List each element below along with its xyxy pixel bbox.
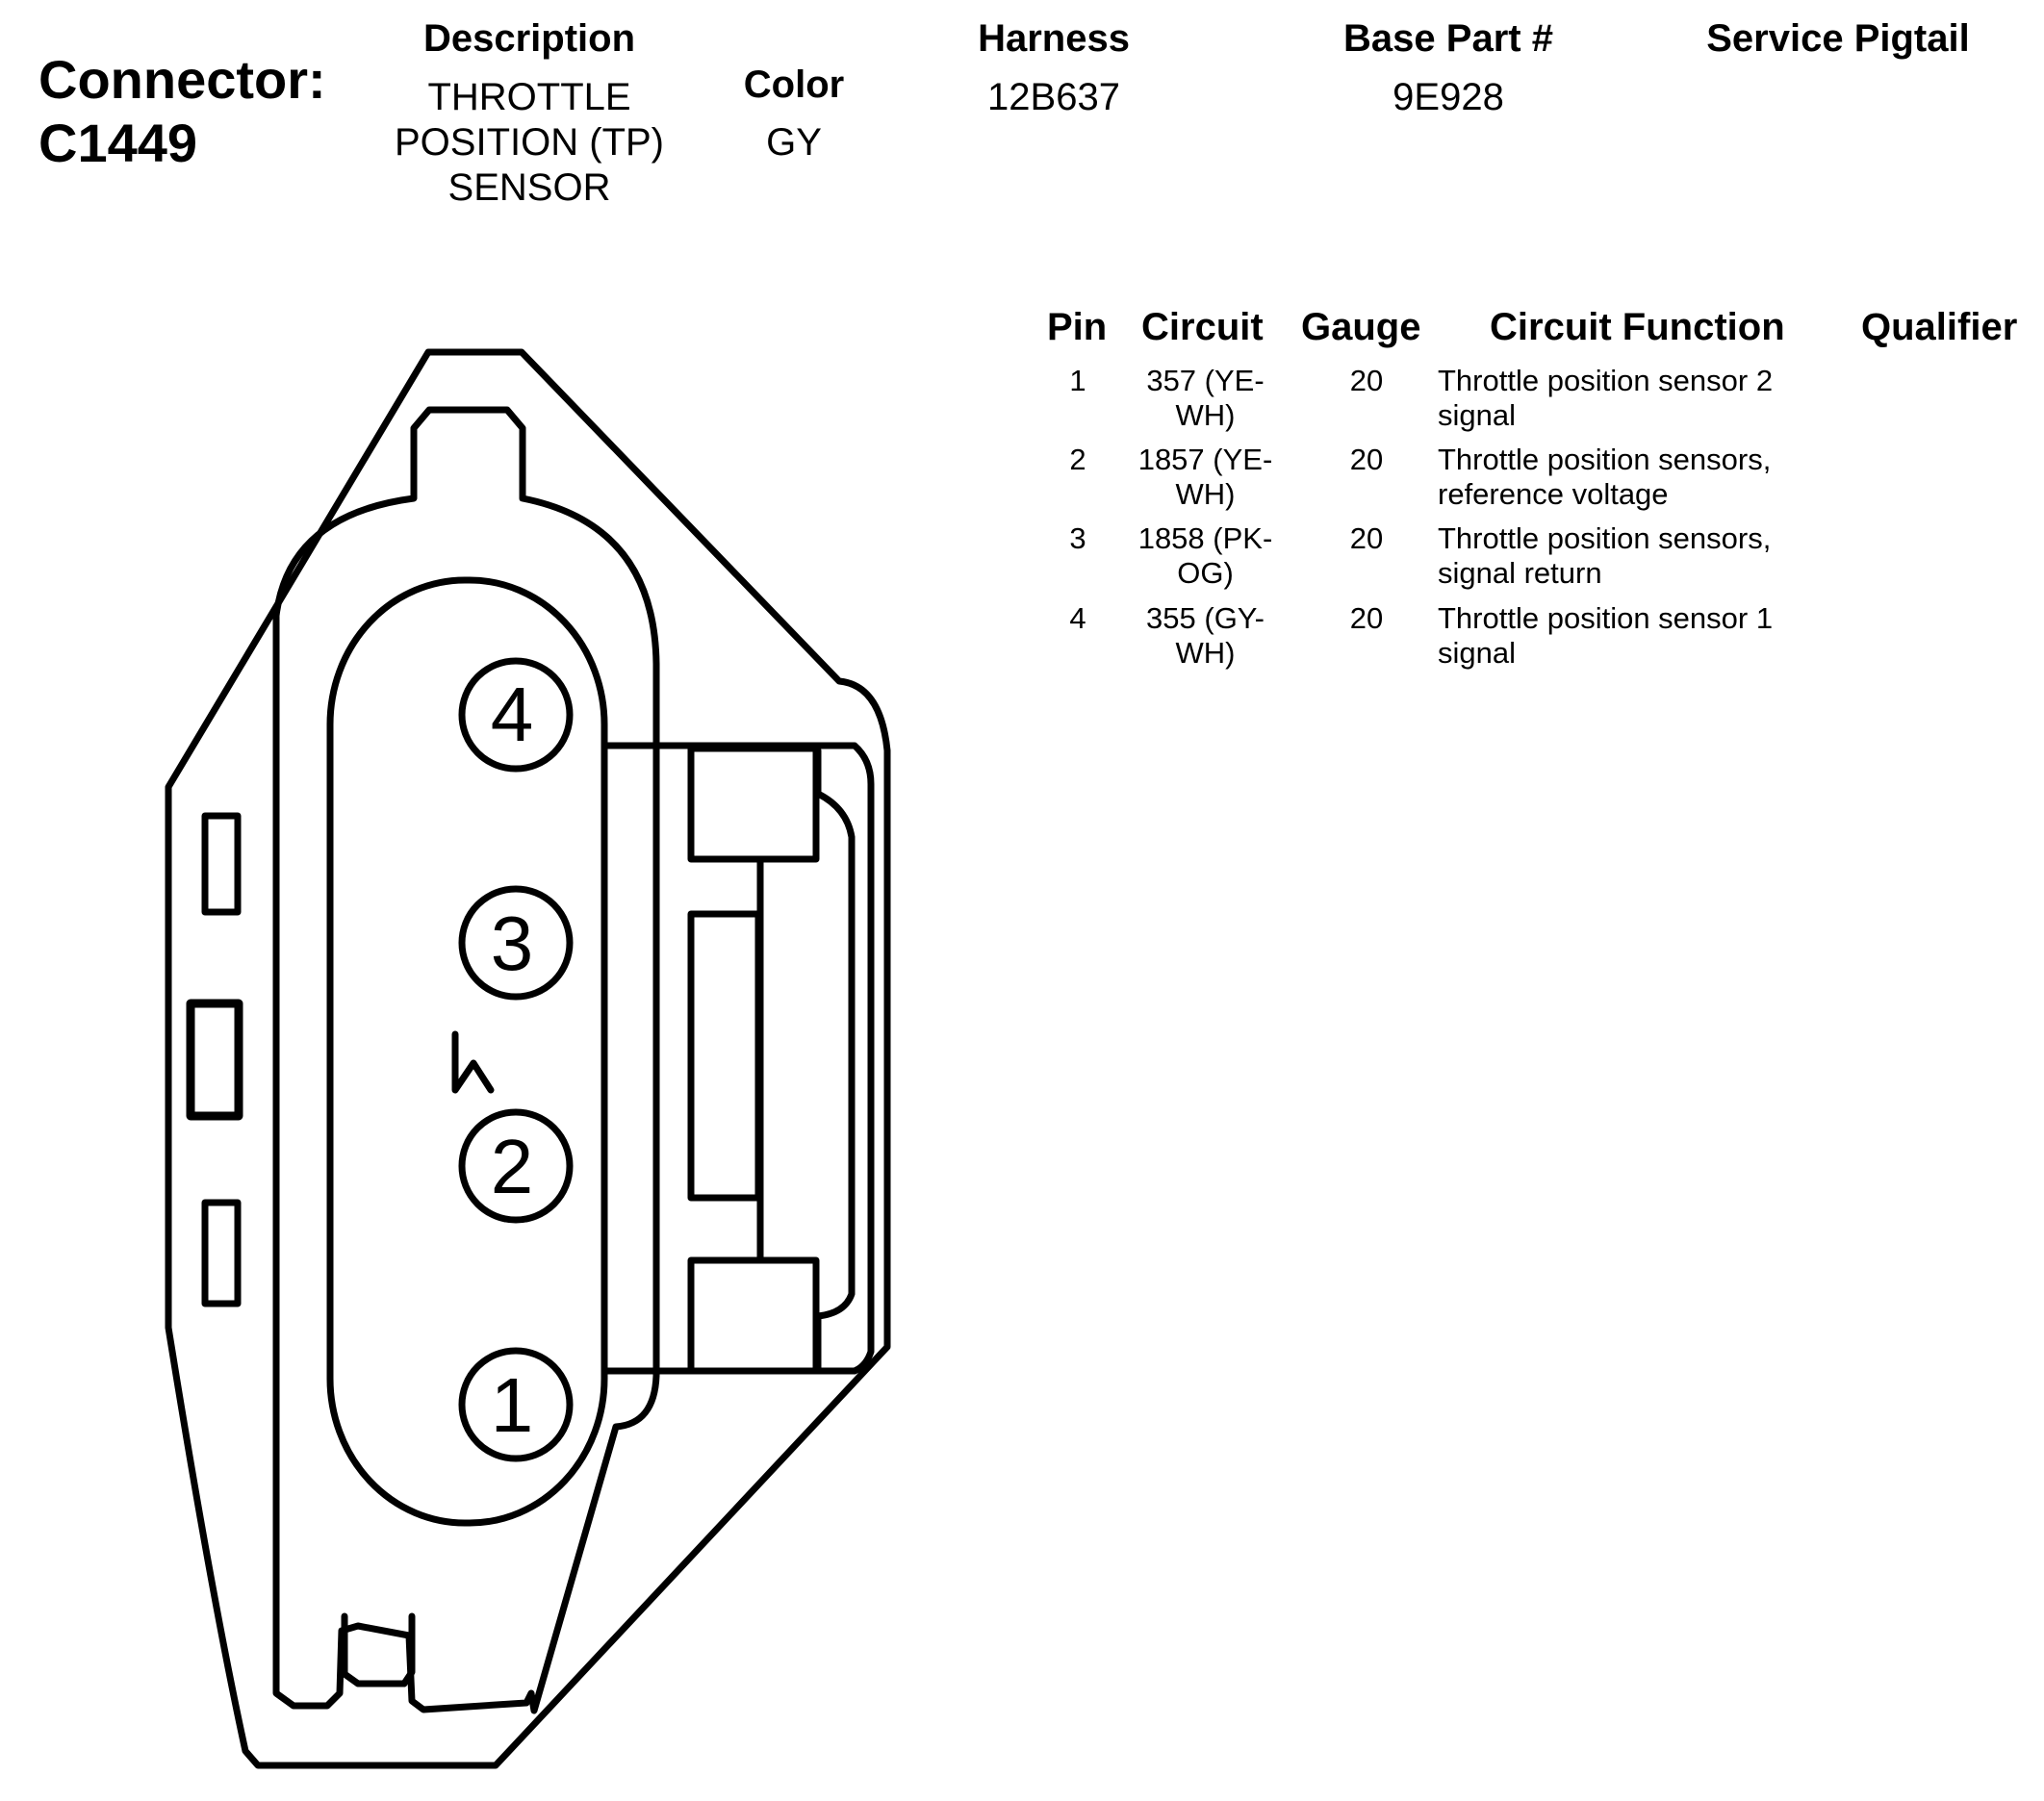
harness-header: Harness bbox=[978, 17, 1130, 60]
pin-1-circle bbox=[458, 1347, 574, 1462]
col-circuit-function-header: Circuit Function bbox=[1490, 306, 1785, 348]
col-qualifier-header: Qualifier bbox=[1861, 306, 2018, 348]
side-slot-top bbox=[201, 812, 242, 916]
function-cell: Throttle position sensors, signal return bbox=[1438, 521, 1772, 590]
lock-upper-tab bbox=[687, 745, 820, 863]
col-circuit-header: Circuit bbox=[1141, 306, 1264, 348]
pin-2-circle bbox=[458, 1108, 574, 1224]
connector-title: Connector: C1449 bbox=[38, 48, 326, 175]
side-slot-bottom bbox=[201, 1199, 242, 1307]
gauge-cell: 20 bbox=[1349, 443, 1384, 476]
side-slot-middle bbox=[186, 999, 243, 1121]
circuit-cell: 357 (YE-WH) bbox=[1146, 364, 1265, 432]
pin-marker bbox=[451, 1030, 495, 1094]
pin-cell: 1 bbox=[1069, 364, 1086, 397]
connector-id: C1449 bbox=[38, 113, 198, 173]
description-header: Description bbox=[422, 17, 636, 60]
lock-inner-rail bbox=[814, 747, 856, 1375]
gauge-cell: 20 bbox=[1349, 364, 1384, 397]
gauge-cell: 20 bbox=[1349, 601, 1384, 635]
pin-cavity bbox=[326, 576, 608, 1527]
service-pigtail-header: Service Pigtail bbox=[1706, 17, 1970, 60]
lock-middle-slot bbox=[687, 910, 762, 1202]
function-cell: Throttle position sensor 1 signal bbox=[1438, 601, 1774, 670]
lock-lower-tab bbox=[687, 1256, 820, 1375]
gauge-cell: 20 bbox=[1349, 521, 1384, 555]
connector-inner-shell bbox=[272, 406, 660, 1714]
function-cell: Throttle position sensor 2 signal bbox=[1438, 364, 1774, 432]
pin-cell: 4 bbox=[1069, 601, 1086, 635]
color-header: Color bbox=[743, 63, 845, 106]
pin-1-label: 1 bbox=[491, 1362, 534, 1448]
connector-label: Connector: bbox=[38, 49, 326, 110]
base-part-header: Base Part # bbox=[1343, 17, 1553, 60]
pin-4-label: 4 bbox=[491, 672, 534, 757]
circuit-cell: 355 (GY-WH) bbox=[1146, 601, 1265, 670]
col-pin-header: Pin bbox=[1047, 306, 1108, 348]
base-part-value: 9E928 bbox=[1392, 76, 1504, 118]
bottom-latch-notch bbox=[341, 1612, 416, 1687]
pin-2-label: 2 bbox=[491, 1124, 534, 1209]
harness-value: 12B637 bbox=[987, 76, 1120, 118]
col-gauge-header: Gauge bbox=[1301, 306, 1421, 348]
color-value: GY bbox=[766, 121, 822, 164]
pin-3-circle bbox=[458, 885, 574, 1001]
lock-body bbox=[600, 742, 875, 1375]
pin-cell: 3 bbox=[1069, 521, 1086, 555]
function-cell: Throttle position sensors, reference vol… bbox=[1438, 443, 1772, 511]
circuit-cell: 1858 (PK-OG) bbox=[1137, 521, 1273, 590]
pin-cell: 2 bbox=[1069, 443, 1086, 476]
connector-outer-housing bbox=[165, 348, 891, 1769]
pin-4-circle bbox=[458, 657, 574, 773]
description-value: THROTTLE POSITION (TP) SENSOR bbox=[395, 76, 664, 209]
circuit-cell: 1857 (YE-WH) bbox=[1137, 443, 1273, 511]
pin-3-label: 3 bbox=[491, 900, 534, 986]
